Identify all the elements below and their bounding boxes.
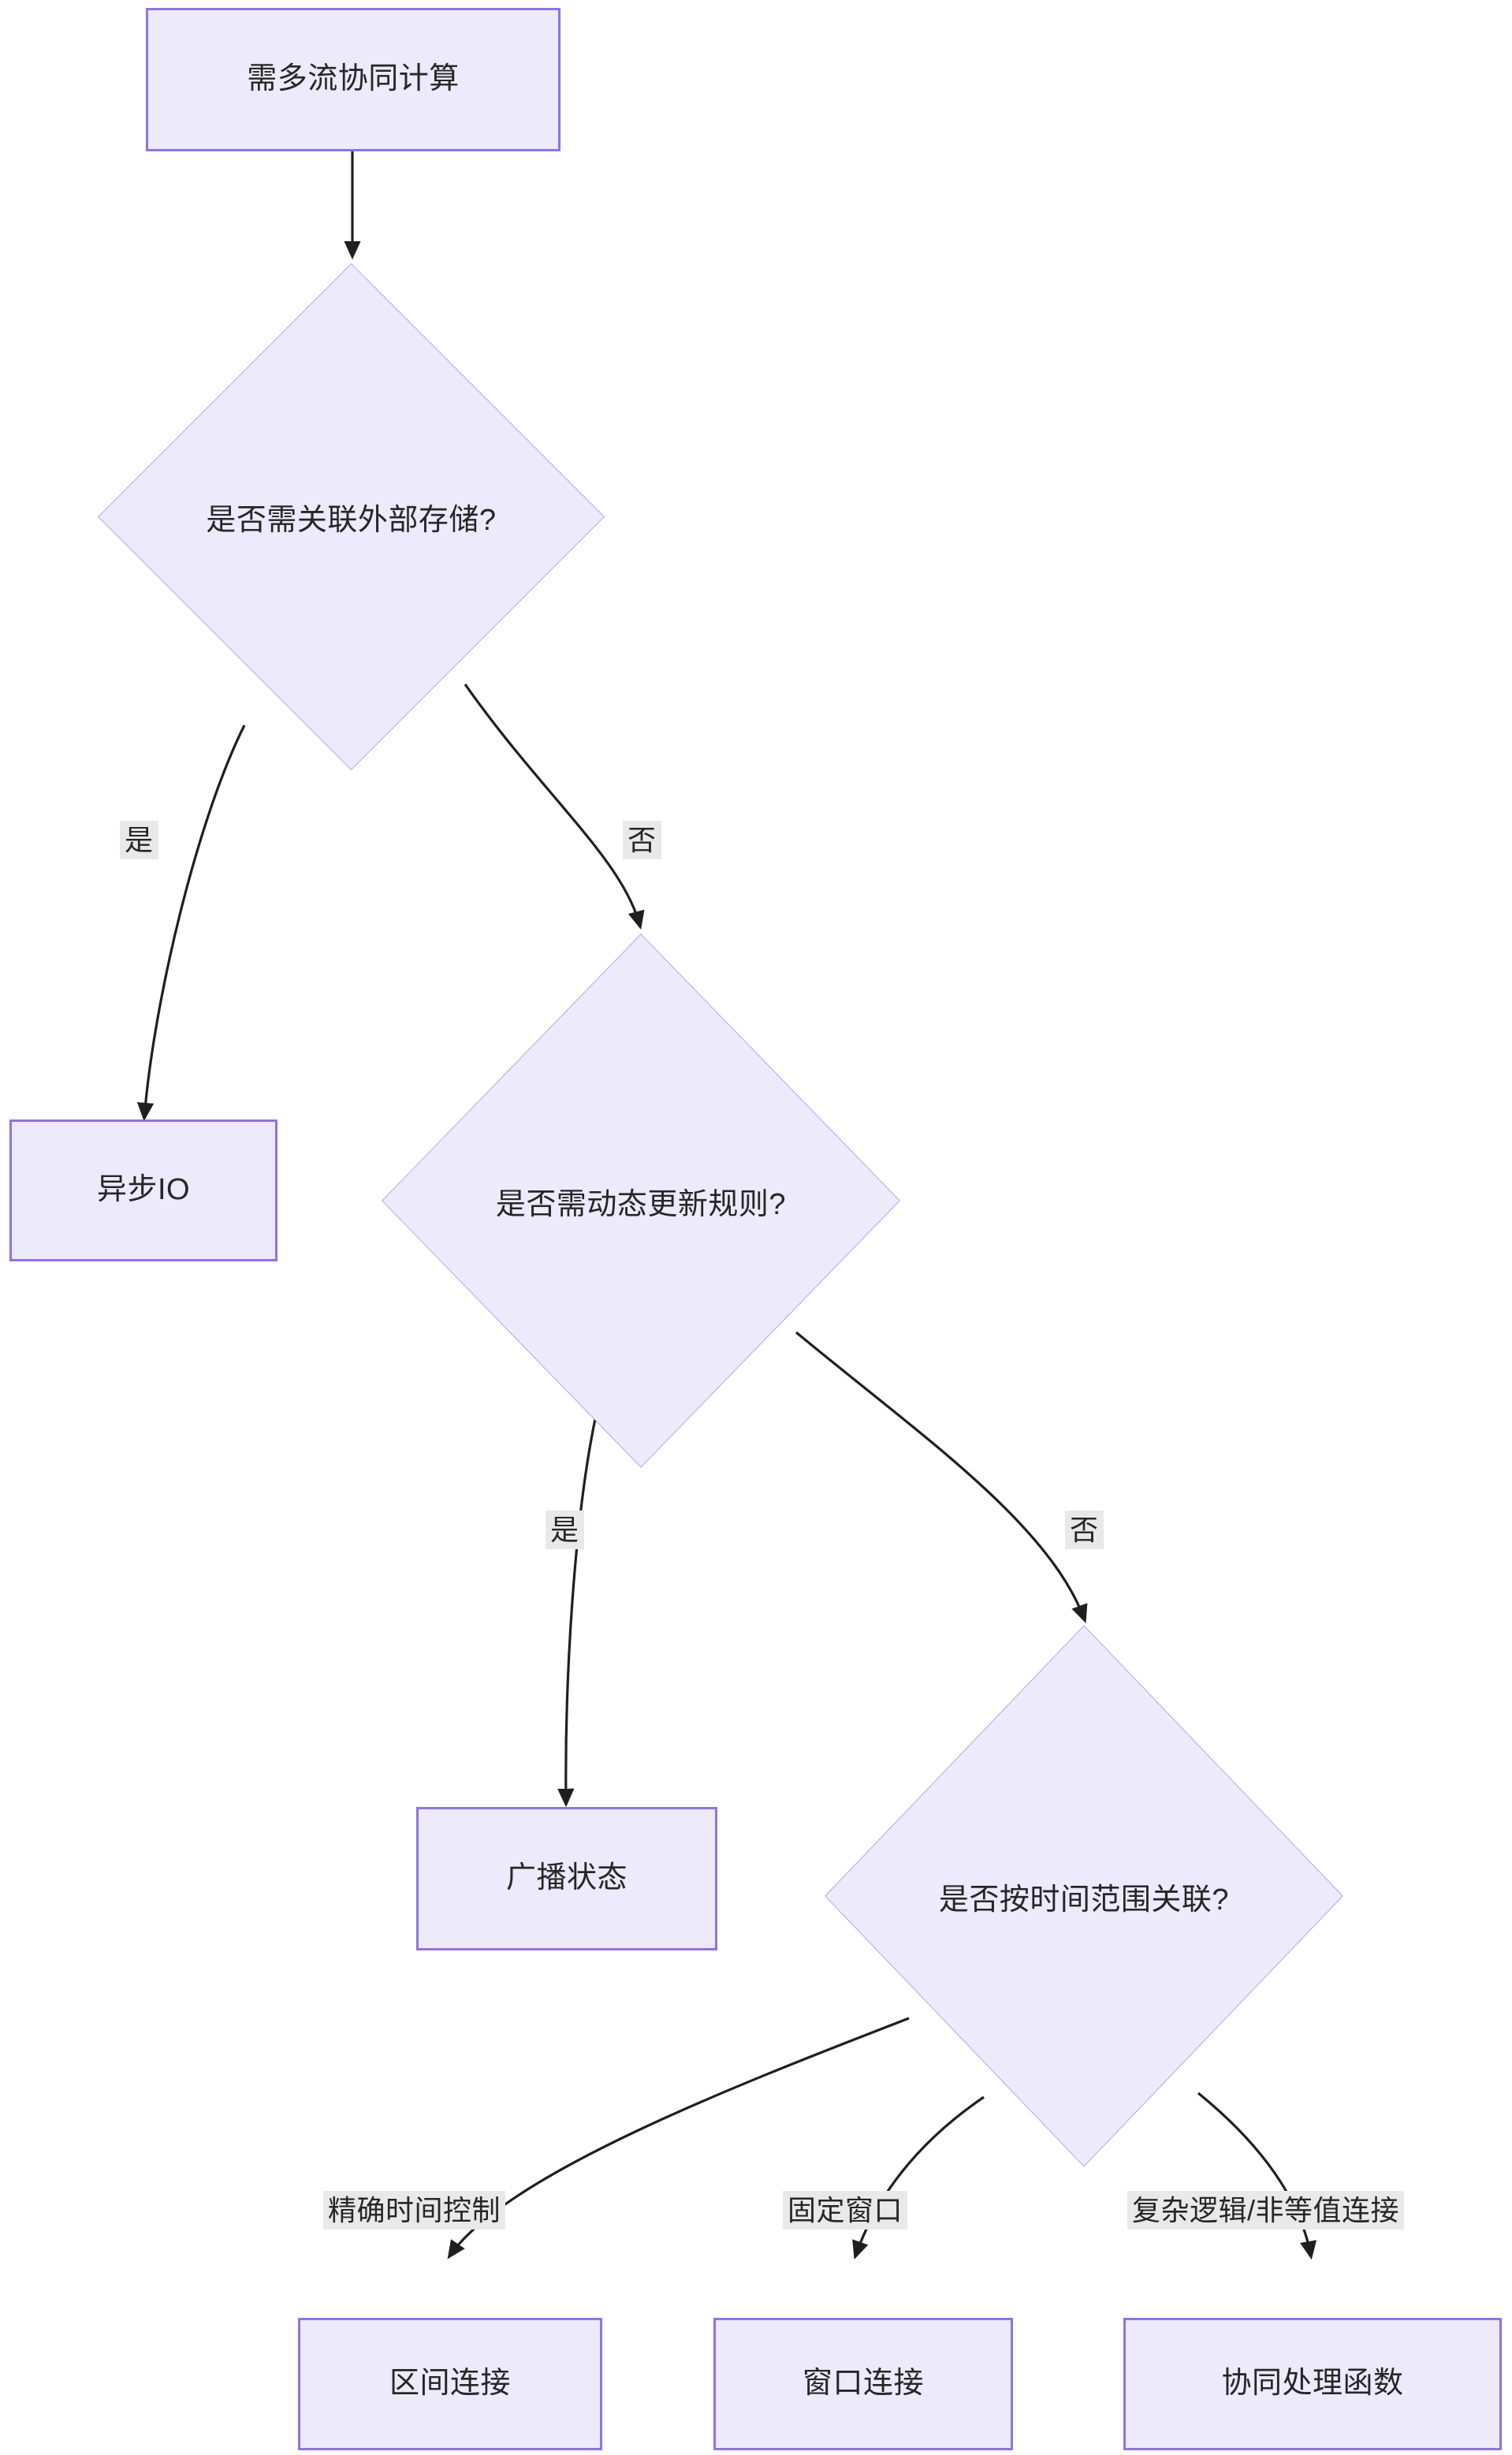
node-decision-external-storage-label: 是否需关联外部存储? (206, 504, 497, 537)
edge-d2-to-broadcast (557, 1418, 597, 1808)
edge-label-d3-complex-logic: 复杂逻辑/非等值连接 (1127, 2191, 1405, 2230)
edge-label-d2-yes: 是 (546, 1511, 584, 1549)
node-broadcast-state[interactable]: 广播状态 (416, 1807, 717, 1950)
edge-label-d3-fixed-window: 固定窗口 (783, 2191, 908, 2230)
node-interval-join[interactable]: 区间连接 (298, 2318, 602, 2450)
diamond-shape (820, 1620, 1348, 2172)
node-start-label: 需多流协同计算 (247, 62, 460, 96)
node-window-join-label: 窗口连接 (802, 2367, 924, 2401)
node-start[interactable]: 需多流协同计算 (146, 8, 560, 151)
node-decision-dynamic-rules-label: 是否需动态更新规则? (495, 1187, 787, 1221)
edge-d1-to-asyncio (136, 725, 246, 1122)
node-broadcast-state-label: 广播状态 (505, 1861, 628, 1895)
node-decision-time-range-label: 是否按时间范围关联? (938, 1883, 1230, 1917)
node-interval-join-label: 区间连接 (389, 2367, 511, 2401)
diamond-shape (93, 259, 609, 775)
edge-label-d3-precise-time: 精确时间控制 (323, 2191, 506, 2230)
edge-label-d1-no: 否 (623, 821, 661, 859)
node-window-join[interactable]: 窗口连接 (713, 2318, 1013, 2450)
node-decision-external-storage[interactable]: 是否需关联外部存储? (93, 259, 609, 775)
diamond-shape (377, 929, 905, 1473)
node-async-io[interactable]: 异步IO (9, 1119, 277, 1261)
edge-label-d2-no: 否 (1065, 1511, 1104, 1549)
node-coprocess-function[interactable]: 协同处理函数 (1123, 2318, 1502, 2450)
node-async-io-label: 异步IO (96, 1173, 191, 1207)
edge-label-d1-yes: 是 (120, 821, 158, 859)
node-coprocess-function-label: 协同处理函数 (1221, 2367, 1404, 2401)
node-decision-dynamic-rules[interactable]: 是否需动态更新规则? (377, 929, 905, 1473)
node-decision-time-range[interactable]: 是否按时间范围关联? (820, 1620, 1348, 2172)
